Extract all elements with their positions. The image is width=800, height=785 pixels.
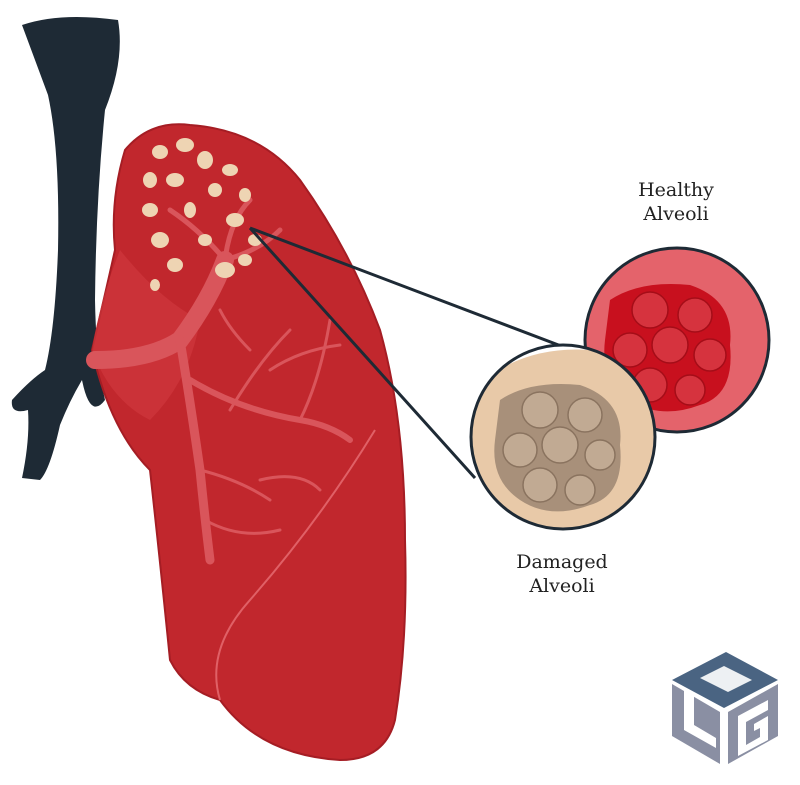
healthy-circle-border	[583, 246, 771, 434]
damaged-alveoli-circle	[471, 345, 655, 529]
lung	[90, 123, 407, 762]
healthy-label-line2: Alveoli	[643, 203, 709, 225]
lung-lobe	[92, 250, 200, 420]
eg-logo	[672, 652, 778, 764]
healthy-alveoli-label: Healthy Alveoli	[606, 178, 746, 226]
callout-lines	[248, 226, 599, 480]
damaged-label-line1: Damaged	[516, 551, 608, 573]
trachea	[11, 16, 120, 480]
damaged-circle-border	[469, 343, 657, 531]
healthy-label-line1: Healthy	[638, 179, 714, 201]
lobe-fissure	[215, 429, 376, 701]
damaged-label-line2: Alveoli	[529, 575, 595, 597]
damaged-alveoli-label: Damaged Alveoli	[492, 550, 632, 598]
damaged-spots	[142, 138, 262, 291]
bronchial-tree	[86, 197, 353, 565]
